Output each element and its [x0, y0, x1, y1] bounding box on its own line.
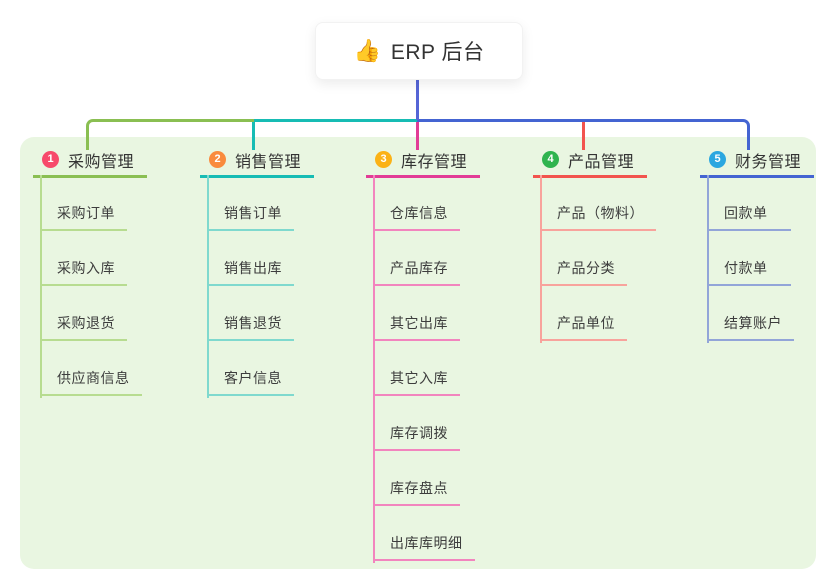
branch-title-label: 库存管理 [401, 153, 468, 171]
branch-3: 3 库存管理仓库信息产品库存其它出库其它入库库存调拨库存盘点出库库明细 [366, 148, 480, 563]
branch-children: 销售订单销售出库销售退货客户信息 [207, 176, 294, 396]
child-node[interactable]: 回款单 [707, 176, 791, 231]
branch-2: 2 销售管理销售订单销售出库销售退货客户信息 [200, 148, 314, 398]
branch-title-label: 财务管理 [735, 153, 802, 171]
branch-child-line [707, 175, 709, 343]
child-node[interactable]: 结算账户 [707, 286, 794, 341]
child-node[interactable]: 其它出库 [373, 286, 460, 341]
child-node-label: 产品（物料） [557, 205, 644, 221]
child-node[interactable]: 库存盘点 [373, 451, 460, 506]
child-node[interactable]: 供应商信息 [40, 341, 142, 396]
child-node-label: 仓库信息 [390, 205, 448, 221]
child-node-label: 供应商信息 [57, 370, 130, 386]
child-node-label: 采购订单 [57, 205, 115, 221]
branch-number-badge: 2 [209, 151, 226, 168]
child-node-label: 销售出库 [224, 260, 282, 276]
branch-child-line [40, 175, 42, 398]
branch-title-2[interactable]: 2 销售管理 [200, 148, 314, 178]
root-title: ERP 后台 [390, 41, 485, 64]
child-node-label: 库存盘点 [390, 480, 448, 496]
branch-5: 5 财务管理回款单付款单结算账户 [700, 148, 814, 343]
branch-children: 回款单付款单结算账户 [707, 176, 794, 341]
child-node[interactable]: 其它入库 [373, 341, 460, 396]
branch-4: 4 产品管理产品（物料） 产品分类产品单位 [533, 148, 656, 343]
child-node[interactable]: 采购入库 [40, 231, 127, 286]
connector-branch-3-drop [416, 119, 419, 150]
thumbs-up-icon: 👍 [353, 38, 381, 63]
child-node-label: 产品单位 [557, 315, 615, 331]
child-node[interactable]: 产品库存 [373, 231, 460, 286]
branch-children: 采购订单采购入库采购退货供应商信息 [40, 176, 142, 396]
child-node[interactable]: 销售出库 [207, 231, 294, 286]
branch-child-line [207, 175, 209, 398]
child-node[interactable]: 销售退货 [207, 286, 294, 341]
child-node[interactable]: 销售订单 [207, 176, 294, 231]
branch-number-badge: 3 [375, 151, 392, 168]
child-node-label: 产品库存 [390, 260, 448, 276]
connector-branch-5-elbow [417, 119, 750, 150]
branch-title-4[interactable]: 4 产品管理 [533, 148, 647, 178]
child-node[interactable]: 付款单 [707, 231, 791, 286]
branch-title-5[interactable]: 5 财务管理 [700, 148, 814, 178]
branch-child-line [540, 175, 542, 343]
root-node[interactable]: 👍 ERP 后台 [315, 22, 523, 80]
branch-children: 仓库信息产品库存其它出库其它入库库存调拨库存盘点出库库明细 [373, 176, 475, 561]
child-node-label: 产品分类 [557, 260, 615, 276]
child-node-label: 回款单 [724, 205, 768, 221]
child-node-label: 采购退货 [57, 315, 115, 331]
branch-number-badge: 1 [42, 151, 59, 168]
branches-panel [20, 137, 816, 569]
child-node-label: 其它入库 [390, 370, 448, 386]
child-node[interactable]: 采购订单 [40, 176, 127, 231]
branch-title-label: 产品管理 [568, 153, 635, 171]
child-node[interactable]: 产品分类 [540, 231, 627, 286]
child-node[interactable]: 产品（物料） [540, 176, 656, 231]
child-node-label: 客户信息 [224, 370, 282, 386]
child-node-label: 结算账户 [724, 315, 782, 331]
connector-branch-2-segment [254, 119, 418, 122]
root-connector-line [416, 79, 419, 120]
branch-title-label: 销售管理 [235, 153, 302, 171]
child-node-label: 其它出库 [390, 315, 448, 331]
child-node[interactable]: 仓库信息 [373, 176, 460, 231]
child-node-label: 付款单 [724, 260, 768, 276]
child-node-label: 库存调拨 [390, 425, 448, 441]
branch-title-3[interactable]: 3 库存管理 [366, 148, 480, 178]
child-node-label: 销售退货 [224, 315, 282, 331]
branch-title-1[interactable]: 1 采购管理 [33, 148, 147, 178]
child-node[interactable]: 出库库明细 [373, 506, 475, 561]
branch-number-badge: 4 [542, 151, 559, 168]
child-node[interactable]: 采购退货 [40, 286, 127, 341]
child-node-label: 出库库明细 [390, 535, 463, 551]
branch-number-badge: 5 [709, 151, 726, 168]
branch-title-label: 采购管理 [68, 153, 135, 171]
branch-1: 1 采购管理采购订单采购入库采购退货供应商信息 [33, 148, 147, 398]
child-node[interactable]: 客户信息 [207, 341, 294, 396]
connector-branch-4-drop [582, 119, 585, 150]
connector-branch-2-drop [252, 119, 255, 150]
connector-branch-1-elbow [86, 119, 254, 150]
child-node[interactable]: 库存调拨 [373, 396, 460, 451]
child-node[interactable]: 产品单位 [540, 286, 627, 341]
child-node-label: 采购入库 [57, 260, 115, 276]
branch-children: 产品（物料） 产品分类产品单位 [540, 176, 656, 341]
branch-child-line [373, 175, 375, 563]
child-node-label: 销售订单 [224, 205, 282, 221]
